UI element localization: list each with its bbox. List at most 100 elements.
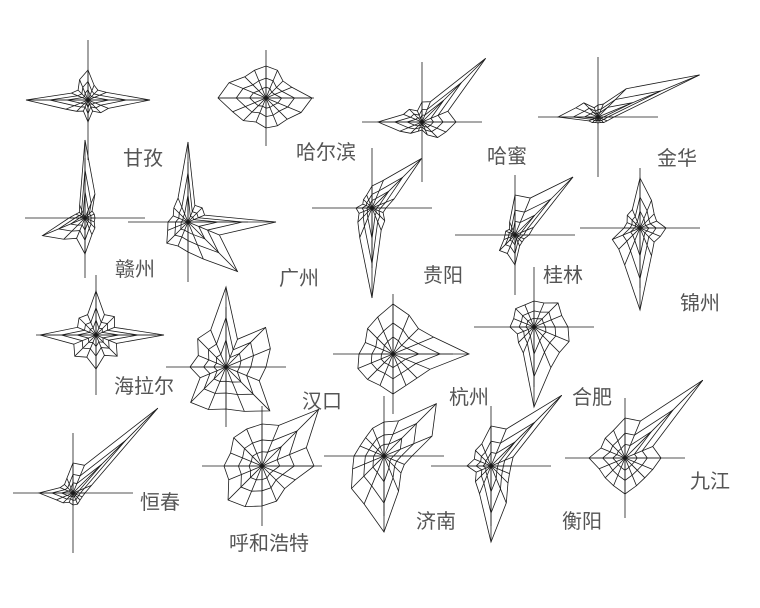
wind-rose-outline	[376, 58, 486, 138]
wind-rose-spoke	[230, 452, 263, 467]
wind-rose-spoke	[87, 91, 107, 101]
wind-rose-9	[36, 275, 165, 395]
wind-rose-spoke	[197, 338, 227, 368]
wind-rose-spoke	[588, 116, 599, 122]
wind-rose-spoke	[490, 465, 507, 504]
wind-rose-spoke	[225, 348, 271, 368]
wind-rose-spoke	[371, 158, 422, 209]
city-label-ganzi: 甘孜	[123, 146, 163, 170]
wind-rose-spoke	[421, 58, 486, 123]
wind-rose-spoke	[357, 353, 394, 369]
wind-rose-spoke	[399, 121, 423, 132]
wind-rose-ring	[203, 315, 254, 395]
wind-rose-spoke	[475, 450, 492, 467]
wind-rose-spoke	[232, 97, 267, 113]
wind-rose-outline	[37, 407, 159, 506]
wind-rose-15	[324, 396, 444, 533]
wind-rose-spoke	[514, 197, 531, 236]
wind-rose-spoke	[359, 445, 385, 457]
wind-rose-spoke	[383, 435, 433, 457]
wind-rose-spoke	[624, 446, 653, 459]
city-label-hohhot: 呼和浩特	[229, 531, 309, 555]
city-label-harbin: 哈尔滨	[296, 140, 356, 164]
wind-rose-ring	[66, 89, 110, 109]
wind-rose-ring	[366, 190, 390, 239]
wind-rose-spoke	[261, 447, 307, 467]
wind-rose-spoke	[613, 430, 626, 459]
wind-rose-spoke	[475, 465, 492, 482]
wind-rose-spoke	[366, 194, 373, 209]
wind-rose-spoke	[604, 457, 626, 479]
wind-rose-ring	[571, 90, 662, 122]
wind-rose-spoke	[233, 437, 263, 467]
wind-rose-spoke	[367, 353, 394, 380]
wind-rose-spoke	[244, 76, 267, 99]
wind-rose-spoke	[363, 455, 385, 505]
wind-rose-spoke	[95, 334, 117, 344]
wind-rose-spoke	[261, 465, 277, 502]
wind-rose-spoke	[95, 314, 105, 336]
city-label-guangzhou: 广州	[279, 266, 319, 290]
wind-rose-outline	[588, 379, 704, 495]
wind-rose-ring	[405, 100, 444, 128]
wind-rose-spoke	[265, 86, 293, 99]
wind-rose-spoke	[372, 428, 385, 457]
wind-rose-spoke	[639, 220, 657, 229]
wind-rose-spoke	[474, 458, 492, 467]
wind-rose-spoke	[199, 366, 227, 379]
wind-rose-spoke	[357, 207, 373, 223]
wind-rose-spoke	[65, 99, 89, 110]
wind-rose-spoke	[166, 221, 189, 244]
wind-rose-spoke	[392, 353, 418, 379]
wind-rose-spoke	[371, 207, 384, 213]
wind-rose-spoke	[225, 366, 260, 382]
wind-rose-spoke	[77, 326, 97, 336]
wind-rose-spoke	[626, 214, 641, 229]
wind-rose-spoke	[243, 97, 267, 121]
wind-rose-spoke	[624, 457, 637, 486]
wind-rose-spoke	[408, 108, 423, 123]
city-label-jiujiang: 九江	[690, 469, 730, 493]
wind-rose-spoke	[84, 193, 96, 219]
city-label-hefei: 合肥	[572, 385, 612, 409]
wind-rose-ring	[61, 306, 139, 357]
wind-rose-11	[333, 294, 471, 414]
wind-rose-spoke	[597, 88, 627, 118]
wind-rose-spoke	[71, 92, 89, 101]
wind-rose-spoke	[225, 366, 271, 412]
wind-rose-spoke	[87, 99, 102, 114]
wind-rose-spoke	[583, 102, 599, 118]
wind-rose-ring	[372, 437, 403, 483]
wind-rose-spoke	[618, 227, 641, 250]
wind-rose-5	[128, 141, 277, 282]
wind-rose-spoke	[246, 428, 263, 467]
wind-rose-spoke	[362, 203, 373, 209]
wind-rose-spoke	[377, 316, 394, 355]
wind-rose-spoke	[509, 221, 516, 236]
wind-rose-spoke	[62, 492, 74, 504]
wind-rose-spoke	[371, 207, 386, 222]
wind-rose-ring	[393, 82, 462, 133]
wind-rose-spoke	[95, 316, 115, 336]
wind-rose-outline	[498, 176, 574, 266]
wind-rose-spoke	[254, 70, 267, 99]
wind-rose-2	[362, 58, 486, 182]
wind-rose-spoke	[72, 492, 83, 498]
wind-rose-spoke	[383, 455, 405, 465]
wind-rose-spoke	[421, 121, 438, 138]
wind-rose-ring	[612, 431, 652, 471]
wind-rose-spoke	[255, 97, 267, 123]
wind-rose-10	[166, 285, 286, 427]
city-label-hengyang: 衡阳	[562, 509, 602, 533]
wind-rose-spoke	[604, 437, 626, 459]
wind-rose-spoke	[631, 209, 641, 229]
wind-rose-spoke	[514, 176, 574, 236]
city-label-hangzhou: 杭州	[449, 385, 489, 409]
wind-rose-spoke	[371, 180, 384, 209]
wind-rose-spoke	[371, 207, 382, 231]
wind-rose-13	[13, 407, 159, 553]
wind-rose-outline	[466, 394, 563, 544]
wind-rose-spoke	[624, 227, 641, 266]
wind-rose-spoke	[613, 457, 626, 486]
wind-rose-spoke	[639, 213, 655, 229]
